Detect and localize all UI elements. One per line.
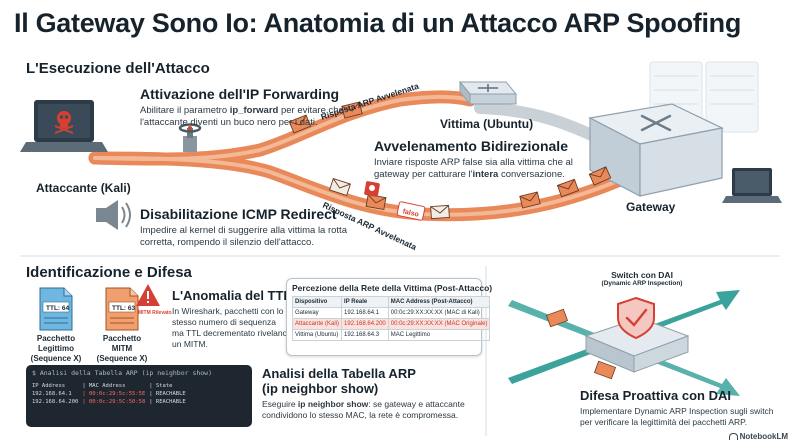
- false-tag: [396, 201, 426, 221]
- legit-packet-icon: [39, 287, 73, 331]
- ip-forwarding-title: Attivazione dell'IP Forwarding: [140, 86, 340, 102]
- defense-section-heading: Identificazione e Difesa: [26, 264, 192, 281]
- icmp-desc: Impedire al kernel di suggerire alla vit…: [140, 225, 347, 248]
- blocked-envelope-icon: [545, 308, 617, 380]
- false-tag-text: falso: [402, 208, 419, 218]
- table-header: IP Reale: [341, 296, 389, 308]
- bidirectional-desc: Inviare risposte ARP false sia alla vitt…: [374, 157, 573, 180]
- legit-packet-label: Pacchetto Legittimo(Sequence X): [30, 334, 82, 363]
- ttl-title: L'Anomalia del TTL: [172, 288, 292, 303]
- table-row: Vittima (Ubuntu) 192.168.64.3 MAC Legitt…: [291, 329, 491, 341]
- perception-table-grid: Dispositivo IP Reale MAC Address (Post-A…: [291, 296, 491, 341]
- mitm-packet-label: Pacchetto MITM(Sequence X): [96, 334, 148, 363]
- table-row: 192.168.64.1 | 00:0c:29:5c:55:5E | REACH…: [32, 391, 186, 397]
- notebook-icon: [728, 433, 738, 440]
- arp-analysis-title: Analisi della Tabella ARP (ip neighbor s…: [262, 366, 416, 396]
- arp-analysis-block: Analisi della Tabella ARP (ip neighbor s…: [262, 366, 465, 421]
- skull-icon: [54, 111, 74, 134]
- warning-triangle-icon: [136, 284, 160, 306]
- poisoned-path: [88, 90, 627, 222]
- envelope-icons: [288, 101, 612, 220]
- page-title: Il Gateway Sono Io: Anatomia di un Attac…: [14, 8, 742, 38]
- victim-device-icon: [458, 80, 518, 106]
- dai-switch-label: Switch con DAI (Dynamic ARP Inspection): [601, 270, 683, 287]
- table-row: Gateway 192.168.64.1 00:0c:29:XX:XX:XX (…: [291, 307, 491, 319]
- dai-title: Difesa Proattiva con DAI: [580, 388, 731, 403]
- speaker-muted-icon: [96, 200, 131, 230]
- bidirectional-title: Avvelenamento Bidirezionale: [374, 138, 568, 154]
- bidirectional-block: Avvelenamento Bidirezionale Inviare risp…: [374, 138, 573, 181]
- ttl-desc: In Wireshark, pacchetti con lo stesso nu…: [172, 306, 288, 349]
- skull-warning-icon: [364, 181, 380, 197]
- mitm-packet-icon: [105, 287, 139, 331]
- terminal-table: IP Address | MAC Address | State 192.168…: [32, 382, 190, 406]
- client-laptop-icon: [722, 168, 782, 203]
- dai-block: Difesa Proattiva con DAI Implementare Dy…: [580, 388, 774, 428]
- gateway-label: Gateway: [626, 200, 676, 214]
- valve-icon: [178, 123, 202, 152]
- ttl-block: L'Anomalia del TTL In Wireshark, pacchet…: [172, 288, 291, 350]
- dai-desc: Implementare Dynamic ARP Inspection sugl…: [580, 406, 774, 427]
- brand-logo: NotebookLM: [728, 432, 788, 441]
- table-row: Attaccante (Kali) 192.168.64.200 00:0c:2…: [291, 318, 491, 330]
- attacker-label: Attaccante (Kali): [36, 181, 131, 195]
- gateway-router-icon: [588, 103, 724, 197]
- icmp-title: Disabilitazione ICMP Redirect: [140, 206, 337, 222]
- mitm-detected-mark: MITM Rilevato: [138, 310, 172, 316]
- ip-forwarding-desc: Abilitare il parametro ip_forward per ev…: [140, 105, 344, 128]
- arp-analysis-desc: Eseguire ip neighbor show: se gateway e …: [262, 399, 465, 420]
- terminal-title: $ Analisi della Tabella ARP (ip neighbor…: [32, 369, 213, 377]
- table-header: MAC Address (Post-Attacco): [387, 296, 491, 308]
- table-row: 192.168.64.200 | 00:0c:29:5C:50:58 | REA…: [32, 399, 186, 405]
- attack-section-heading: L'Esecuzione dell'Attacco: [26, 60, 210, 77]
- arp-terminal: $ Analisi della Tabella ARP (ip neighbor…: [26, 365, 252, 427]
- legit-ttl-tag: TTL: 64: [46, 305, 69, 312]
- perception-table-title: Percezione della Rete della Vittima (Pos…: [292, 283, 493, 293]
- table-header: Dispositivo: [291, 296, 343, 308]
- icmp-block: Disabilitazione ICMP Redirect Impedire a…: [140, 206, 347, 249]
- attacker-laptop-icon: [20, 100, 108, 152]
- mitm-ttl-tag: TTL: 63: [112, 305, 135, 312]
- ip-forwarding-block: Attivazione dell'IP Forwarding Abilitare…: [140, 86, 344, 129]
- perception-table: Percezione della Rete della Vittima (Pos…: [286, 278, 493, 356]
- victim-label: Vittima (Ubuntu): [440, 117, 534, 131]
- shield-icon: [617, 296, 655, 340]
